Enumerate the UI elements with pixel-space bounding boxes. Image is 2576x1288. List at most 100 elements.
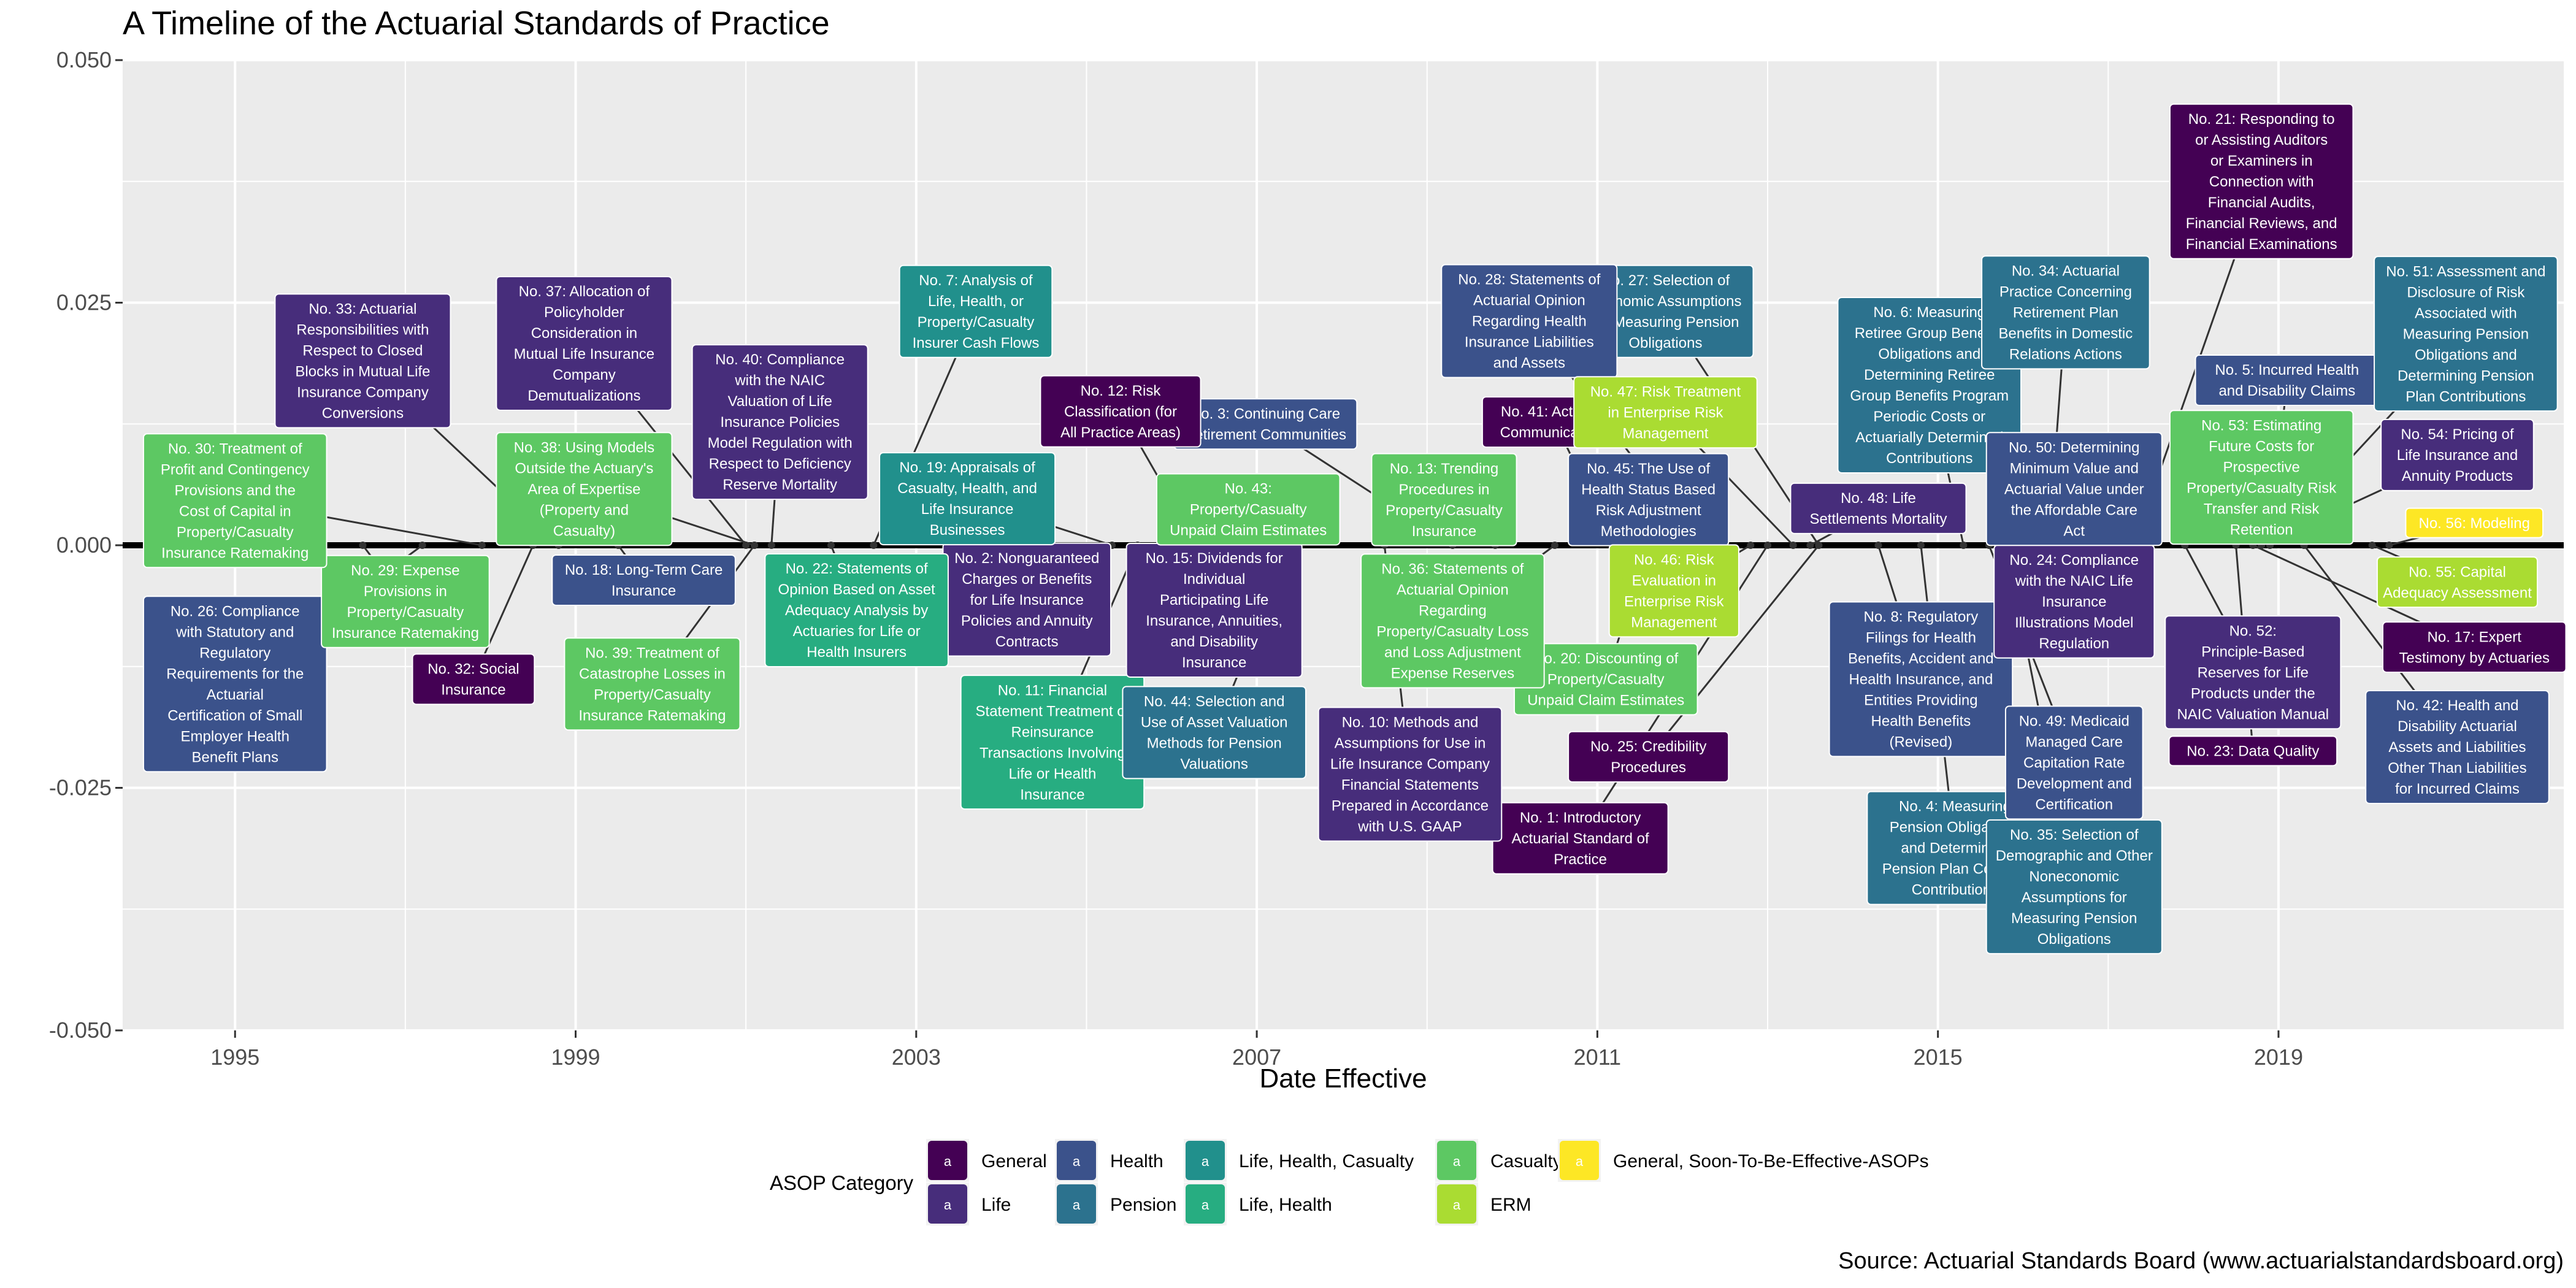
point-no-30 <box>478 542 486 549</box>
legend-swatch <box>1560 1141 1599 1180</box>
x-tick-label: 1995 <box>210 1045 259 1070</box>
point-no-55 <box>2368 542 2376 549</box>
legend-swatch <box>1186 1141 1225 1180</box>
legend-swatch <box>1057 1184 1096 1224</box>
point-no-22 <box>827 542 835 549</box>
label-box <box>1828 601 2014 757</box>
label-box <box>1360 553 1545 689</box>
x-tick-label: 2019 <box>2254 1045 2303 1070</box>
label-box <box>496 275 673 411</box>
x-tick-label: 2011 <box>1574 1045 1621 1070</box>
point-no-39 <box>751 542 759 549</box>
label-box <box>1985 819 2163 954</box>
point-no-56 <box>2385 542 2393 549</box>
point-no-48 <box>1806 542 1814 549</box>
legend-key-letter: a <box>1073 1197 1081 1213</box>
label-box <box>879 452 1056 546</box>
label-box <box>1122 686 1306 780</box>
label-box <box>764 553 949 667</box>
label-no-23: No. 23: Data Quality <box>2168 735 2338 767</box>
legend-key-letter: a <box>944 1154 952 1169</box>
label-box <box>2169 103 2354 259</box>
label-box <box>2374 256 2558 412</box>
point-no-6 <box>1960 542 1968 549</box>
legend-swatch <box>1437 1184 1476 1224</box>
point-no-27 <box>1815 542 1823 549</box>
x-tick-label: 1999 <box>551 1045 600 1070</box>
label-box <box>2168 735 2338 767</box>
point-no-1 <box>1764 542 1772 549</box>
label-no-56: No. 56: Modeling <box>2405 507 2544 539</box>
label-box <box>551 554 736 606</box>
legend-key-letter: a <box>1202 1197 1209 1213</box>
legend-key-letter: a <box>1202 1154 1209 1169</box>
x-axis-title: Date Effective <box>1259 1064 1427 1094</box>
y-tick-label: -0.050 <box>49 1018 112 1043</box>
label-box <box>142 433 328 569</box>
point-no-46 <box>1747 542 1755 549</box>
label-box <box>412 653 535 705</box>
point-no-29 <box>359 542 367 549</box>
label-box <box>899 264 1053 358</box>
label-box <box>1441 264 1618 378</box>
label-text: No. 56: Modeling <box>2419 515 2530 532</box>
legend-swatch <box>1057 1141 1096 1180</box>
legend-label: ERM <box>1490 1195 1531 1215</box>
label-box <box>142 596 328 773</box>
label-box <box>1156 473 1341 546</box>
y-tick-label: 0.050 <box>56 47 112 72</box>
label-box <box>274 293 451 429</box>
